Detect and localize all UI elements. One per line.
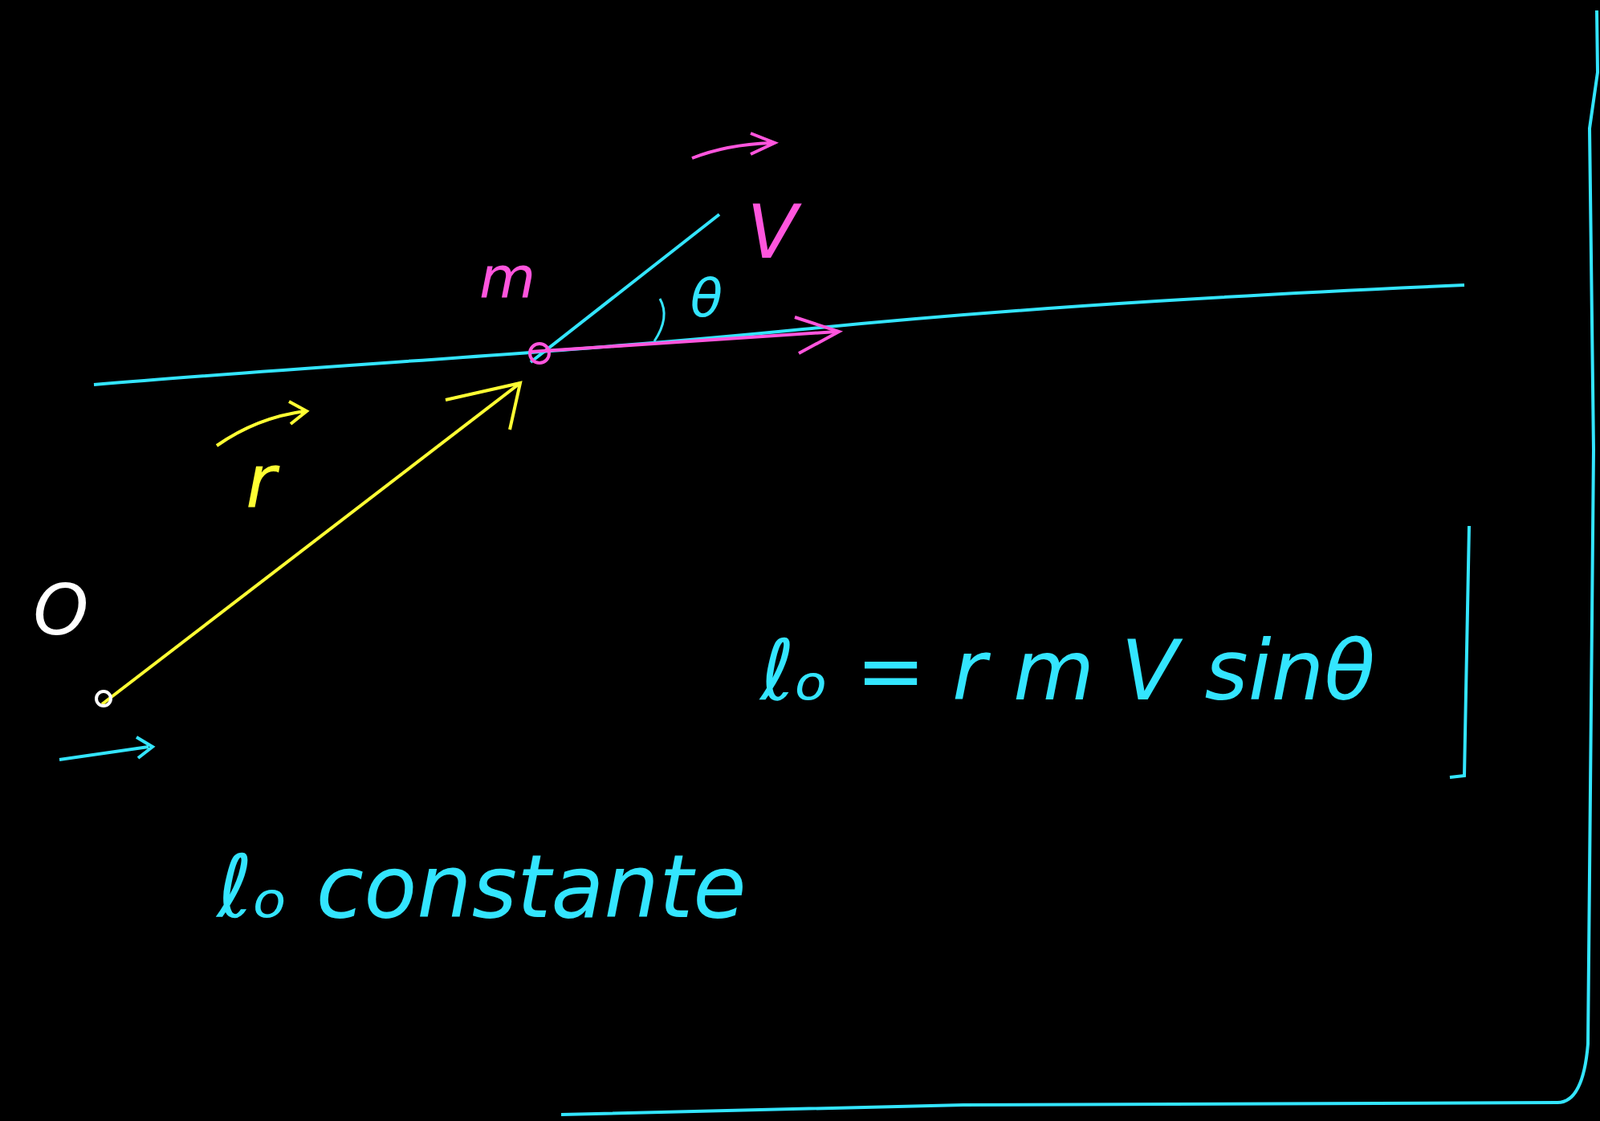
arrowhead [794, 317, 839, 354]
angle-label: θ [690, 272, 723, 326]
vector-arrow [692, 133, 775, 159]
angle-arc [654, 298, 664, 342]
arrowhead [445, 382, 521, 430]
position-vector [101, 382, 521, 705]
velocity-vector [530, 331, 837, 352]
vector-arrow [216, 401, 307, 446]
frame [561, 10, 1598, 1115]
particle [529, 343, 550, 363]
origin-label: O [32, 574, 89, 646]
vector-arrow [59, 736, 153, 760]
mass-label: m [479, 248, 536, 306]
velocity-label: V [747, 195, 798, 270]
formula: ℓₒ = r m V sinθ [760, 628, 1376, 713]
note: ℓₒ constante [216, 843, 747, 931]
origin-point [96, 691, 111, 706]
bracket [1449, 525, 1470, 778]
position-label: r [245, 444, 277, 519]
trajectory-line [93, 284, 1465, 385]
